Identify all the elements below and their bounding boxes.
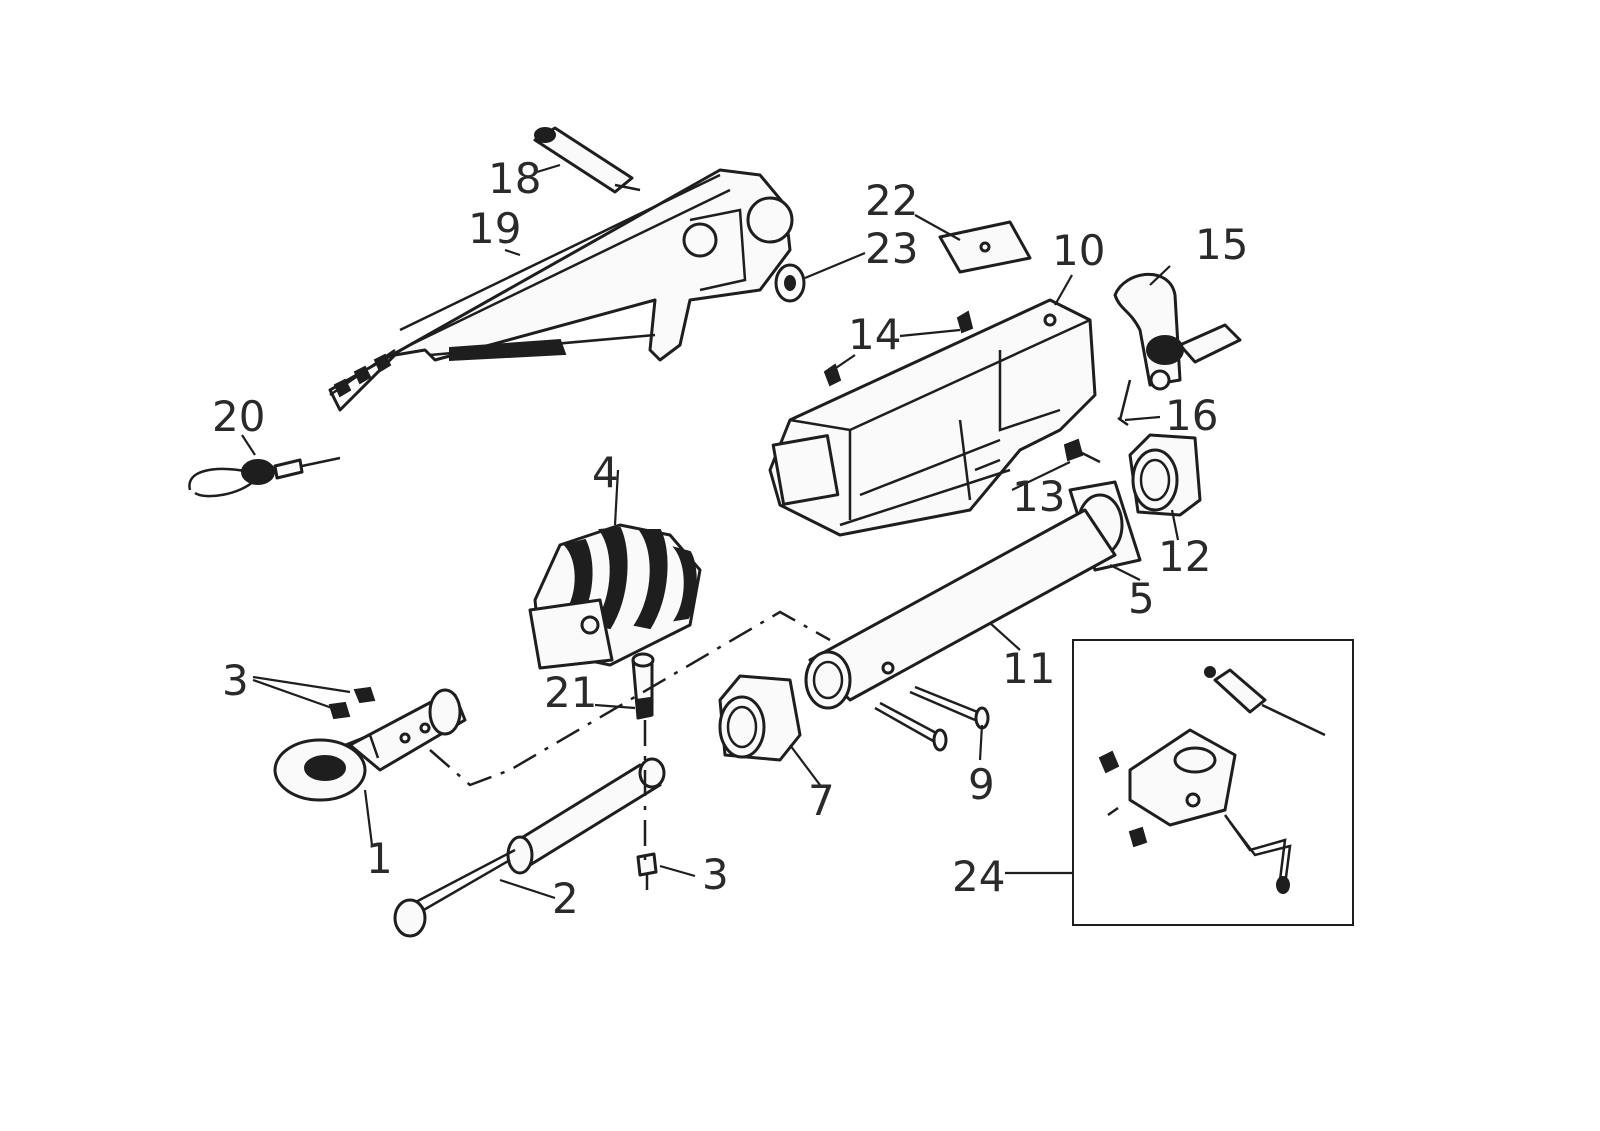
part-3-nuts bbox=[328, 686, 658, 890]
callout-23: 23 bbox=[865, 224, 919, 273]
part-9-bolts bbox=[874, 685, 990, 752]
part-23-washer bbox=[774, 263, 806, 303]
leader-lines bbox=[241, 163, 1180, 900]
callout-16: 16 bbox=[1165, 391, 1219, 440]
part-7-bushing bbox=[718, 674, 802, 762]
part-15-latch bbox=[1113, 272, 1242, 391]
callout-15: 15 bbox=[1195, 220, 1249, 269]
callout-3-top: 3 bbox=[222, 656, 249, 705]
callout-10: 10 bbox=[1052, 226, 1106, 275]
part-11-drawbar-tube bbox=[804, 508, 1117, 710]
part-1-towing-eye bbox=[273, 688, 467, 802]
part-24-clamp-kit bbox=[1072, 639, 1354, 926]
part-19-brake-lever bbox=[328, 168, 794, 412]
part-20-breakaway-cable bbox=[188, 456, 341, 498]
part-18-pin bbox=[533, 126, 641, 194]
callout-14: 14 bbox=[848, 310, 902, 359]
part-13-bolt bbox=[1063, 438, 1101, 464]
callout-11: 11 bbox=[1002, 644, 1056, 693]
part-21-bolt bbox=[631, 652, 655, 720]
callout-20: 20 bbox=[212, 392, 266, 441]
part-14-lube-nipples bbox=[823, 310, 974, 387]
callout-13: 13 bbox=[1012, 472, 1066, 521]
callout-4: 4 bbox=[592, 448, 619, 497]
callout-12: 12 bbox=[1158, 532, 1212, 581]
part-2-damper bbox=[393, 757, 666, 938]
part-12-bushing bbox=[1128, 433, 1202, 517]
callout-3-bottom: 3 bbox=[702, 850, 729, 899]
callout-2: 2 bbox=[552, 874, 579, 923]
callout-19: 19 bbox=[468, 204, 522, 253]
part-16-split-pin bbox=[1117, 379, 1132, 427]
centre-line bbox=[429, 610, 831, 860]
part-22-plate bbox=[938, 220, 1032, 274]
part-4-bellows bbox=[528, 523, 702, 670]
callout-24: 24 bbox=[952, 852, 1006, 901]
callout-9: 9 bbox=[968, 760, 995, 809]
callout-18: 18 bbox=[488, 154, 542, 203]
callout-1: 1 bbox=[366, 834, 393, 883]
callout-21: 21 bbox=[544, 668, 598, 717]
callout-22: 22 bbox=[865, 176, 919, 225]
callout-7: 7 bbox=[808, 776, 835, 825]
part-10-housing bbox=[768, 298, 1097, 537]
callout-5: 5 bbox=[1128, 574, 1155, 623]
